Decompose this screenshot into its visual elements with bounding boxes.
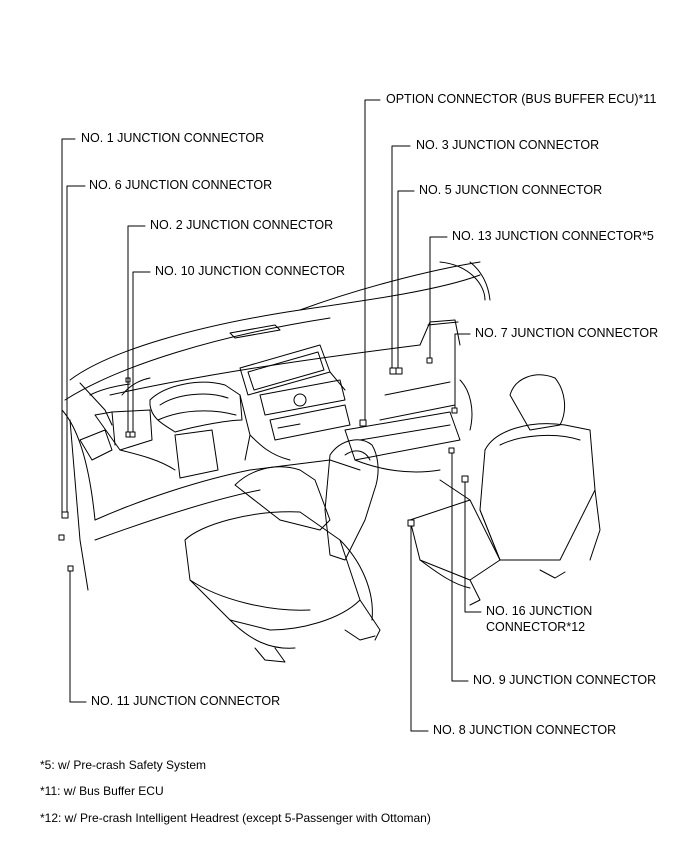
leader-no10 bbox=[132, 271, 151, 433]
label-no2-junction-connector: NO. 2 JUNCTION CONNECTOR bbox=[150, 218, 334, 232]
label-no16-junction-line1: NO. 16 JUNCTION bbox=[486, 604, 593, 618]
label-no9-junction-connector: NO. 9 JUNCTION CONNECTOR bbox=[473, 673, 657, 687]
label-no10-junction-connector: NO. 10 JUNCTION CONNECTOR bbox=[155, 264, 346, 278]
leader-no7 bbox=[454, 333, 471, 409]
label-no5-junction-connector: NO. 5 JUNCTION CONNECTOR bbox=[419, 183, 603, 197]
leader-no16 bbox=[464, 481, 482, 613]
leader-no6 bbox=[66, 185, 86, 513]
leader-lines bbox=[61, 99, 482, 732]
leader-no5 bbox=[397, 190, 415, 369]
footnote-5: *5: w/ Pre-crash Safety System bbox=[40, 758, 207, 772]
label-no7-junction-connector: NO. 7 JUNCTION CONNECTOR bbox=[475, 326, 659, 340]
leader-no8 bbox=[410, 525, 429, 732]
center-display bbox=[239, 344, 351, 441]
lower-dashboard bbox=[61, 379, 473, 591]
label-option-connector: OPTION CONNECTOR (BUS BUFFER ECU)*11 bbox=[386, 92, 657, 106]
leader-no3 bbox=[391, 145, 411, 369]
label-no1-junction-connector: NO. 1 JUNCTION CONNECTOR bbox=[81, 131, 265, 145]
label-no6-junction-connector: NO. 6 JUNCTION CONNECTOR bbox=[89, 178, 273, 192]
leader-no2 bbox=[127, 225, 146, 433]
label-no13-junction-connector: NO. 13 JUNCTION CONNECTOR*5 bbox=[452, 229, 654, 243]
front-seat-left bbox=[184, 439, 381, 663]
label-no16-junction-line2: CONNECTOR*12 bbox=[486, 620, 586, 634]
label-no3-junction-connector: NO. 3 JUNCTION CONNECTOR bbox=[416, 138, 600, 152]
connector-markers bbox=[58, 357, 469, 572]
instrument-cluster bbox=[149, 381, 251, 461]
label-no8-junction-connector: NO. 8 JUNCTION CONNECTOR bbox=[433, 723, 617, 737]
footnote-11: *11: w/ Bus Buffer ECU bbox=[40, 784, 164, 798]
label-no11-junction-connector: NO. 11 JUNCTION CONNECTOR bbox=[91, 694, 281, 708]
dashboard-outline bbox=[64, 261, 491, 426]
leader-no1 bbox=[61, 138, 76, 513]
leader-no11 bbox=[69, 570, 87, 703]
front-seat-right bbox=[409, 374, 601, 606]
footnote-12: *12: w/ Pre-crash Intelligent Headrest (… bbox=[40, 811, 431, 825]
leader-no13 bbox=[429, 236, 448, 359]
leader-option bbox=[364, 99, 381, 421]
leader-no9 bbox=[451, 452, 469, 682]
